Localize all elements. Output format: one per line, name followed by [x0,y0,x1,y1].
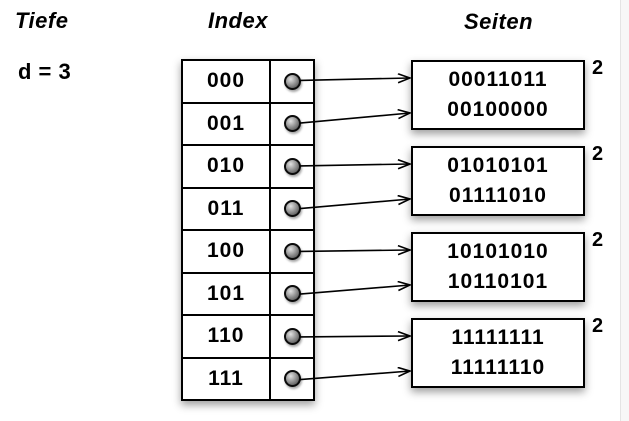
index-column-header: Index [208,8,268,33]
pointer-knob-icon [283,72,301,90]
slide-edge [620,0,629,421]
pointer-arrow [299,250,410,251]
pointer-cell [271,231,313,272]
pointer-knob-icon [283,242,301,260]
directory-index-label: 001 [183,103,271,144]
directory-index-label: 110 [183,316,271,357]
page-box: 11111111 11111110 [411,318,585,388]
pointer-knob-icon [283,370,301,388]
directory-index-label: 101 [183,273,271,314]
pointer-arrow [299,336,410,337]
pointer-knob-icon [283,327,301,345]
page-entry: 11111110 [450,356,546,379]
page-box: 00011011 00100000 [411,60,585,130]
pointer-arrow [299,78,410,80]
page-box: 01010101 01111010 [411,146,585,216]
pointer-cell [271,316,313,357]
directory-index-label: 010 [183,146,271,187]
pages-column-header: Seiten [464,9,534,34]
directory-row: 010 [183,146,313,189]
page-box: 10101010 10110101 [411,232,585,302]
pointer-cell [271,189,313,230]
pointer-cell [271,61,313,102]
pointer-arrow [299,113,410,124]
pointer-cell [271,359,313,400]
directory-row: 001 [183,103,313,146]
local-depth-badge: 2 [592,229,604,251]
page-entry: 01010101 [447,154,549,177]
directory-index-label: 111 [183,358,271,399]
pointer-knob-icon [283,115,301,133]
page-entry: 01111010 [449,184,547,207]
directory-row: 100 [183,231,313,274]
page-entry: 10110101 [447,270,549,293]
page-entry: 00100000 [447,98,549,121]
depth-column-header: Tiefe [15,8,69,33]
directory-row: 111 [183,358,313,400]
directory-index-label: 011 [183,188,271,229]
directory-index-label: 100 [183,231,271,272]
page-entry: 11111111 [451,326,545,349]
local-depth-badge: 2 [592,57,604,79]
pointer-arrow [299,285,410,295]
directory-table: 000 001 010 011 100 101 110 111 [181,59,315,401]
pointer-cell [271,104,313,145]
directory-row: 011 [183,188,313,231]
directory-row: 000 [183,61,313,104]
local-depth-badge: 2 [592,143,604,165]
directory-row: 110 [183,316,313,359]
pointer-knob-icon [283,285,301,303]
pointer-cell [271,146,313,187]
directory-row: 101 [183,273,313,316]
pointer-arrow [299,371,410,381]
page-entry: 10101010 [447,240,549,263]
pointer-knob-icon [283,157,301,175]
pointer-cell [271,274,313,315]
local-depth-badge: 2 [592,315,604,337]
global-depth-value: d = 3 [18,59,72,84]
directory-index-label: 000 [183,61,271,102]
pointer-knob-icon [283,200,301,218]
pointer-arrow [299,199,410,210]
page-entry: 00011011 [448,68,548,91]
pointer-arrow [299,164,410,166]
